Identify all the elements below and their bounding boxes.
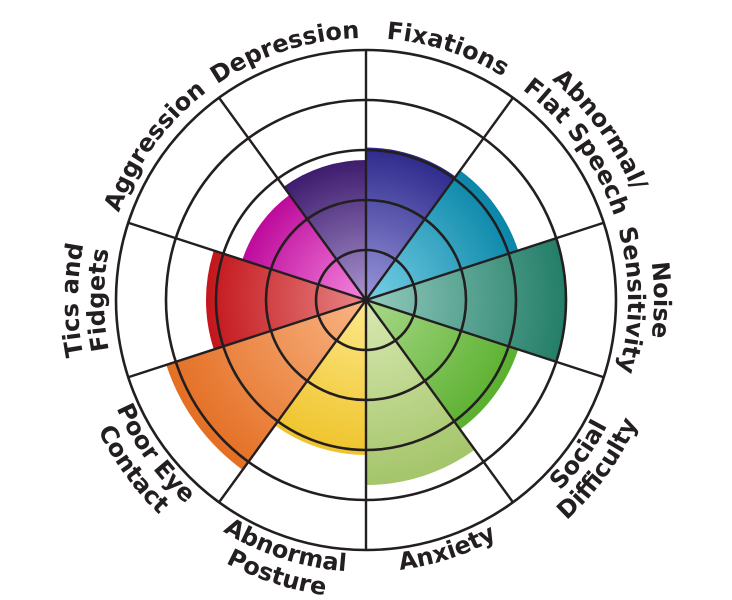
wedge-tics-and-fidgets [206,250,366,350]
wedge-aggression [242,194,366,300]
grid-spoke [127,298,367,379]
category-label: Tics and [56,241,89,360]
category-label: Fixations [386,17,515,82]
wedge-fixations [366,147,456,300]
grid-layer [114,48,618,552]
category-label: Noise [646,260,676,340]
grid-spoke [218,97,367,301]
grid-spoke [365,299,514,503]
grid-spoke [365,221,605,302]
grid-spoke [218,299,367,503]
grid-spoke [365,298,605,379]
wedge-anxiety [366,300,475,485]
grid-spoke [365,97,514,301]
category-label: Anxiety [396,519,500,576]
category-label: Aggression [98,75,210,215]
wedge-abnormal-posture [274,300,366,455]
wedge-depression [283,160,366,300]
wedge-poor-eye-contact [166,300,366,470]
category-label: Sensitivity [612,224,650,377]
center-point [362,296,370,304]
category-label: Fidgets [82,246,115,354]
grid-spoke [127,221,367,302]
